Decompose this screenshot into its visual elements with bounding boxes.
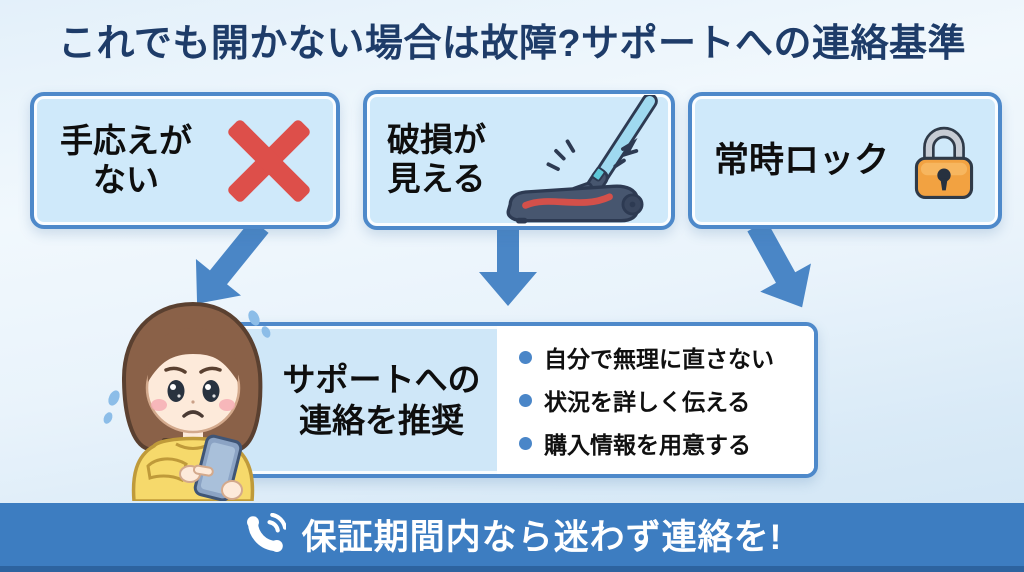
worried-girl-illustration [98, 296, 288, 506]
bullet-dot-icon [519, 436, 532, 450]
list-item: 自分で無理に直さない [519, 340, 798, 374]
recommendation-label: サポートへの 連絡を推奨 [282, 360, 481, 439]
page-title: これでも開かない場合は故障?サポートへの連絡基準 [57, 23, 967, 65]
recommendation-box: サポートへの 連絡を推奨 自分で無理に直さない 状況を詳しく伝える 購入情報を用… [228, 322, 818, 478]
arrow-down-left-card-icon [195, 219, 269, 304]
broken-vacuum-icon [493, 95, 665, 225]
footer-message: 保証期間内なら迷わず連絡を! [301, 518, 783, 557]
condition-label: 破損が 見える [387, 121, 486, 197]
condition-card-no-response: 手応えが ない [30, 92, 340, 229]
list-item: 購入情報を用意する [519, 426, 798, 460]
arrow-down-middle-card-icon [479, 226, 537, 306]
condition-label: 手応えが ない [60, 121, 192, 198]
footer-banner: 保証期間内なら迷わず連絡を! [0, 503, 1024, 572]
condition-card-always-locked: 常時ロック [688, 92, 1002, 229]
bullet-dot-icon [519, 393, 532, 407]
list-item: 状況を詳しく伝える [519, 383, 798, 417]
x-mark-icon [228, 119, 310, 202]
phone-icon [242, 512, 286, 557]
tips-list: 自分で無理に直さない 状況を詳しく伝える 購入情報を用意する [497, 326, 814, 474]
lock-icon [912, 118, 976, 204]
condition-label: 常時ロック [714, 140, 890, 180]
condition-card-visible-damage: 破損が 見える [363, 90, 675, 230]
arrow-down-right-card-icon [747, 220, 811, 308]
recommendation-label-zone: サポートへの 連絡を推奨 [232, 326, 497, 474]
bullet-dot-icon [519, 350, 532, 364]
